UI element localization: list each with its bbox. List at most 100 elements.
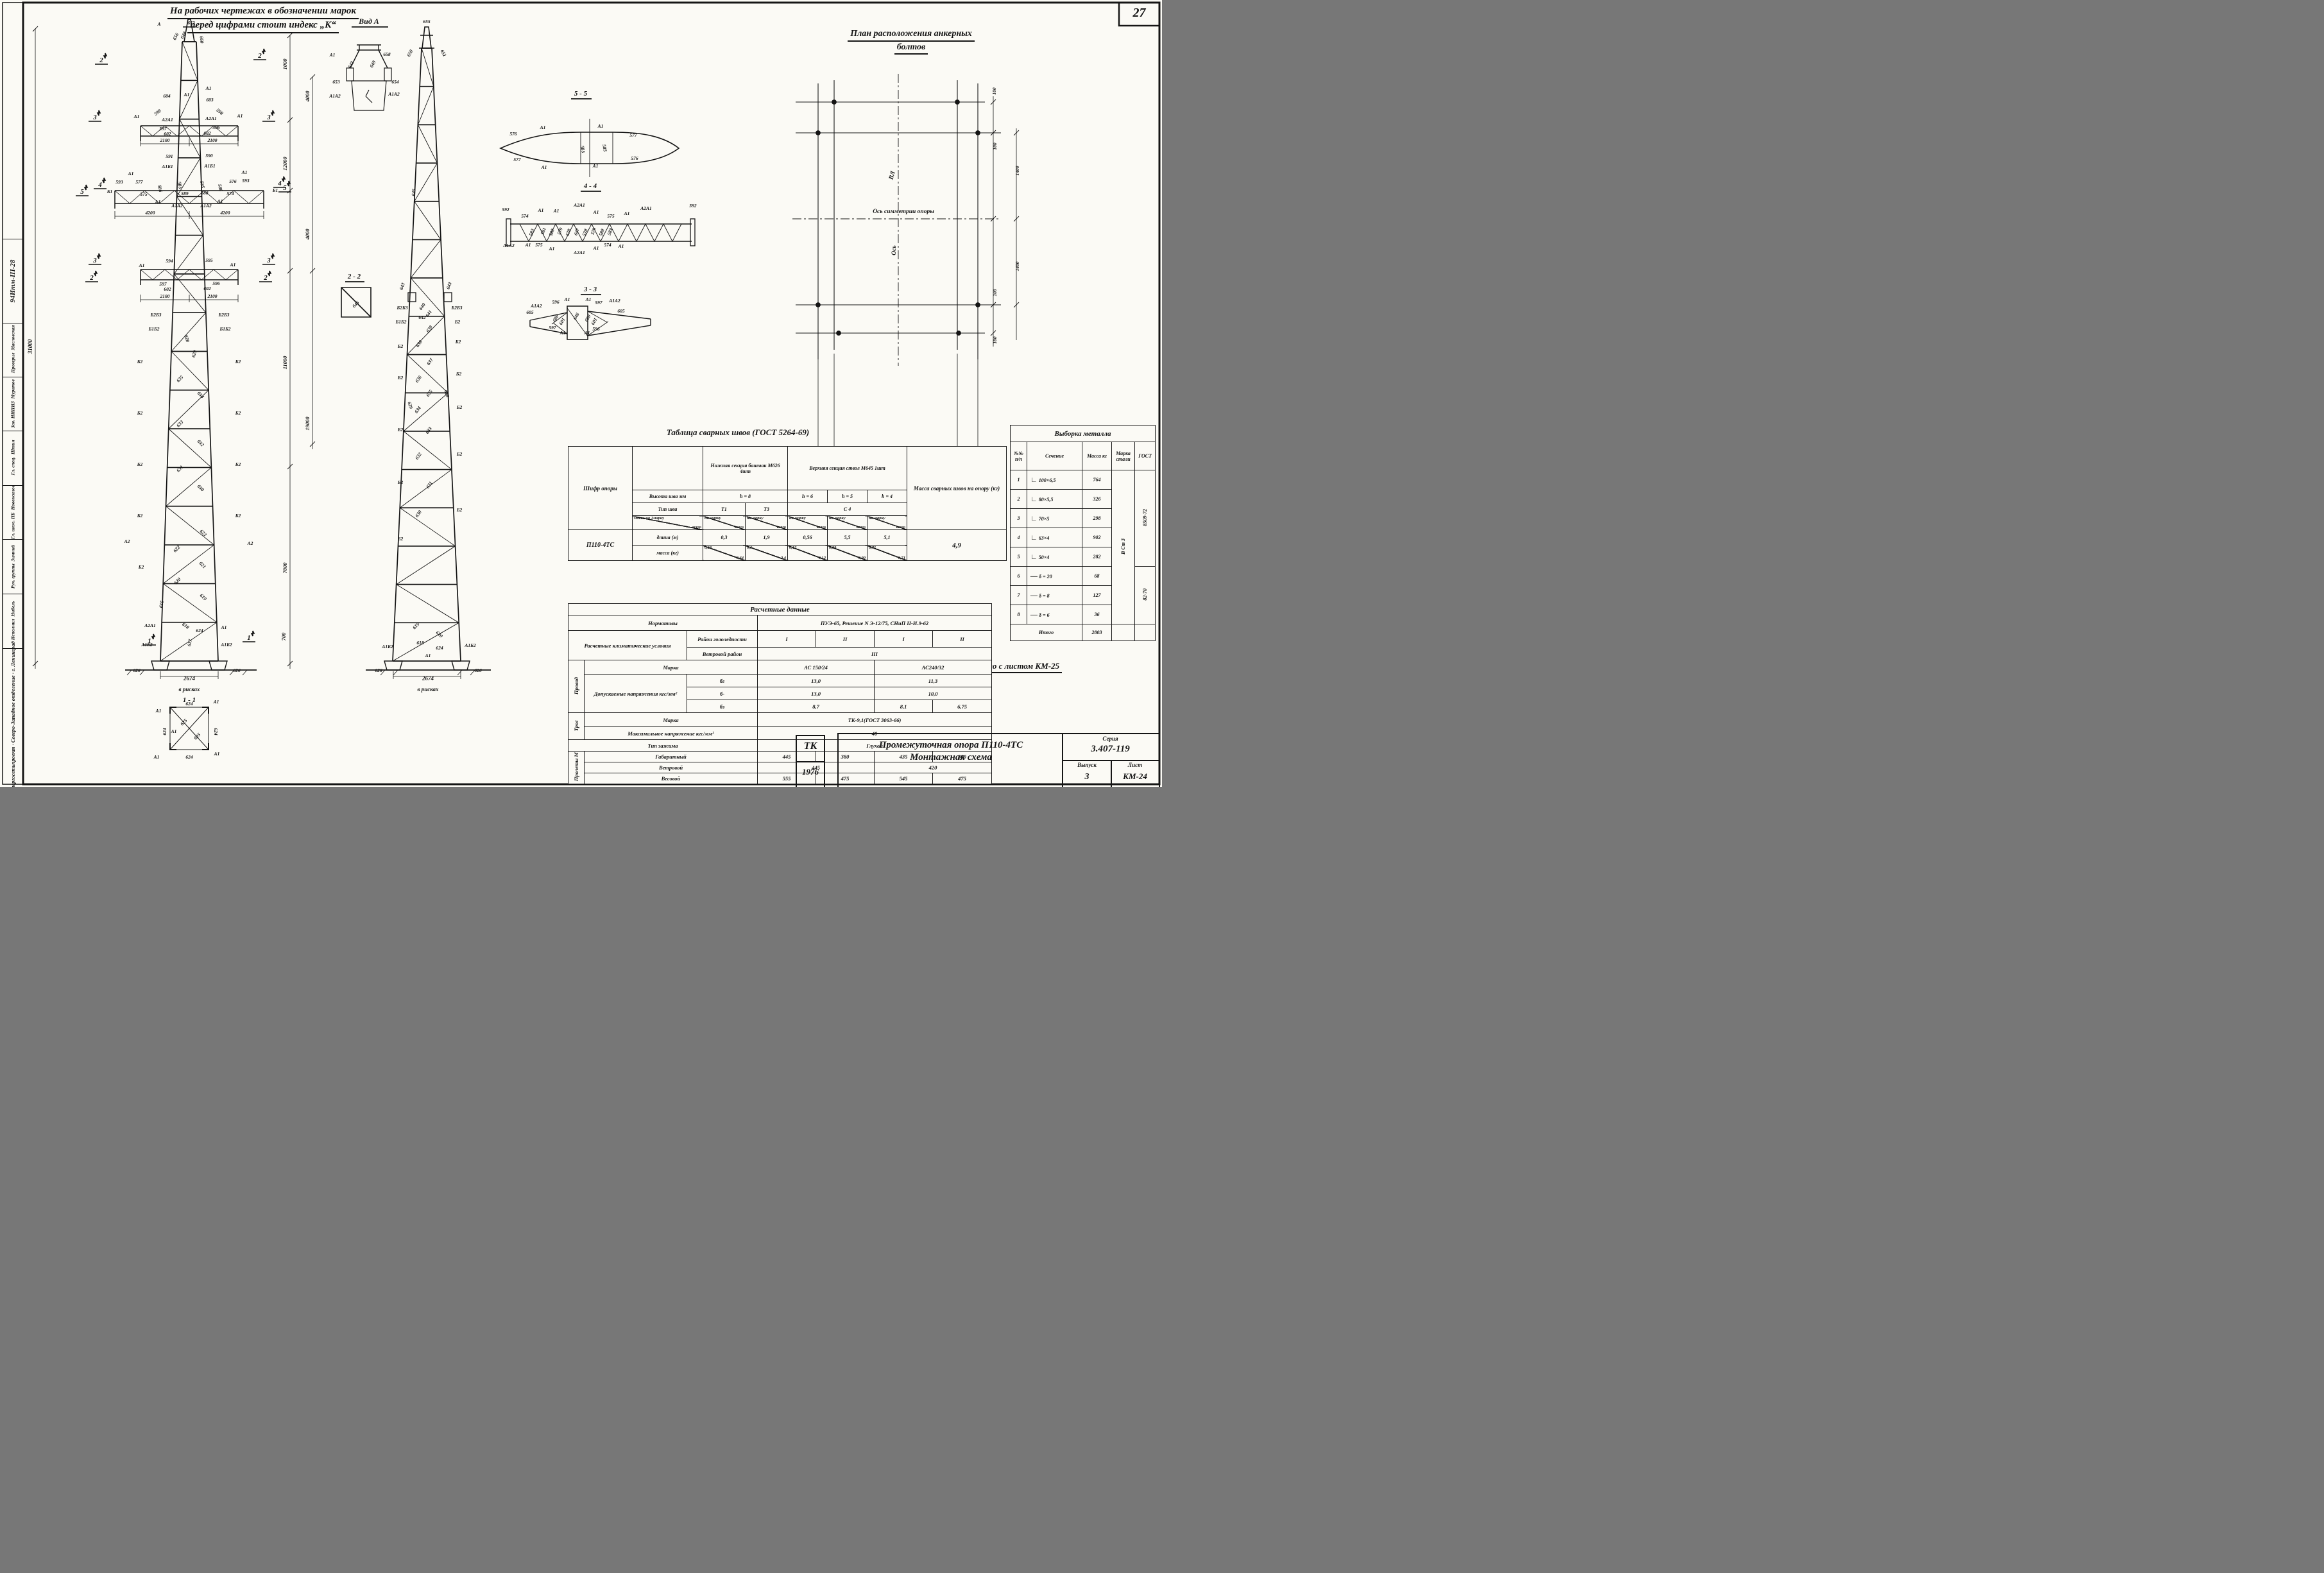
metal-table: Выборка металла №№ п/п Сечение Масса кг … <box>1009 425 1156 641</box>
part-label: 575 <box>140 191 148 197</box>
lattice <box>392 47 459 662</box>
stamp-name: Нибель <box>10 601 16 617</box>
vypusk-value: 3 <box>1084 772 1089 782</box>
part-label: А1 <box>155 708 162 714</box>
part-label: А1 <box>155 199 161 205</box>
part-label: 620 <box>435 630 444 639</box>
part-label: 632 <box>196 438 205 447</box>
weld-len-val: 5,5 <box>827 529 868 546</box>
metal-total-label: Итого <box>1010 624 1082 641</box>
part-label: 1400 <box>1014 166 1020 175</box>
part-label: 624 <box>196 628 203 633</box>
part-label: 646 <box>572 311 581 320</box>
part-label: 635 <box>175 374 184 383</box>
section-mark-label: 5 <box>283 184 287 192</box>
metal-total: 2803 <box>1082 624 1112 641</box>
part-label: А1Б2 <box>381 644 393 649</box>
part-label: 640 <box>418 302 427 311</box>
weld-len-val: 1,9 <box>744 529 789 546</box>
part-label: 589 <box>181 191 189 196</box>
weld-upper-group: Верхняя секция ствол М645 1шт <box>787 446 908 490</box>
part-label: 588 <box>201 190 209 196</box>
part-label: 651 <box>440 49 448 58</box>
part-label: 2 - 2 <box>347 273 361 280</box>
section-mark-flag <box>94 177 107 189</box>
part-label: 592 <box>502 207 509 212</box>
part-label: 601 <box>558 317 566 326</box>
stamp-name: Масловская <box>10 325 16 351</box>
part-label: Б1Б2 <box>148 326 159 332</box>
part-label: Б2 <box>397 375 404 381</box>
metal-section: ∟ 80×5,5 <box>1027 489 1082 509</box>
tk-year: 1976 <box>802 767 819 777</box>
weld-len-val: 0,3 <box>703 529 746 546</box>
metal-title: Выборка металла <box>1009 425 1156 442</box>
part-label: 2100 <box>160 293 170 299</box>
part-label: 593 <box>115 179 123 185</box>
calc-sigma-val: 6,75 <box>932 700 992 713</box>
part-label: Б2 <box>137 461 143 467</box>
part-label: 4200 <box>145 210 155 216</box>
part-label: 586 <box>157 184 164 193</box>
part-label: А1Б2 <box>220 642 232 648</box>
part-label: Вид А <box>358 17 379 26</box>
part-label: 624 <box>162 728 167 735</box>
part-label: 654 <box>391 79 399 85</box>
part-label: 633 <box>175 419 184 428</box>
calc-wind-label: Ветровой район <box>687 647 758 660</box>
part-label: 629 <box>407 401 414 409</box>
part-label: Б2Б3 <box>396 305 407 311</box>
part-label: 621 <box>198 560 207 569</box>
part-label: А2А1 <box>161 117 173 123</box>
part-label: 656 <box>171 32 180 41</box>
stamp-row: Гл. инж. ПБ Новожилов <box>3 485 23 540</box>
calc-table: Расчетные данные Нормативы ПУЭ-65, Решен… <box>568 603 992 784</box>
part-label: 100 <box>992 142 998 150</box>
weld-len-val: 5,1 <box>867 529 908 546</box>
part-label: 628 <box>184 334 191 343</box>
metal-section: — δ = 8 <box>1027 585 1082 605</box>
calc-climate-label: Расчетные климатические условия <box>568 630 687 660</box>
part-label: 605 <box>526 309 534 315</box>
title-line2: Монтажная схема <box>910 752 992 762</box>
section-mark-flag <box>76 184 89 196</box>
weld-table-title: Таблица сварных швов (ГОСТ 5264-69) <box>666 427 810 437</box>
weld-blank <box>632 446 703 490</box>
section-mark-label: 3 <box>266 257 271 264</box>
section-mark-label: 2 <box>89 274 94 282</box>
section-mark-flag <box>89 110 101 122</box>
part-label: 626 <box>375 667 382 673</box>
part-label: Б2 <box>137 513 143 519</box>
metal-num: 7 <box>1010 585 1027 605</box>
calc-rope-label: Трос <box>568 712 585 740</box>
lattice <box>114 190 264 204</box>
calc-gab-label: Габаритный <box>584 751 758 762</box>
part-label: А1 <box>241 169 248 175</box>
part-label: 585 <box>199 180 206 189</box>
part-label: Б2 <box>456 451 463 457</box>
part-label: Б1Б2 <box>395 319 406 325</box>
calc-sigma: бз <box>687 700 758 713</box>
part-label: 19000 <box>304 417 311 431</box>
part-label: 580 <box>547 228 555 237</box>
lattice <box>114 190 264 209</box>
calc-rope-mark: ТК-9,1(ГОСТ 3063-66) <box>757 712 992 727</box>
weld-row-type: Тип шва <box>632 503 703 516</box>
part-label: А1А2 <box>329 93 341 99</box>
part-label: 1000 <box>282 58 288 70</box>
part-label: 100 <box>992 289 998 297</box>
section-mark-flag <box>278 180 291 193</box>
part-label: А1Б2 <box>464 642 476 648</box>
part-label: 576 <box>509 131 517 137</box>
part-label: 700 <box>280 632 287 641</box>
part-label: Б2 <box>456 404 463 410</box>
part-label: 11000 <box>282 356 288 370</box>
list-value: КМ-24 <box>1123 771 1147 781</box>
part-label: А1А2 <box>530 303 542 309</box>
